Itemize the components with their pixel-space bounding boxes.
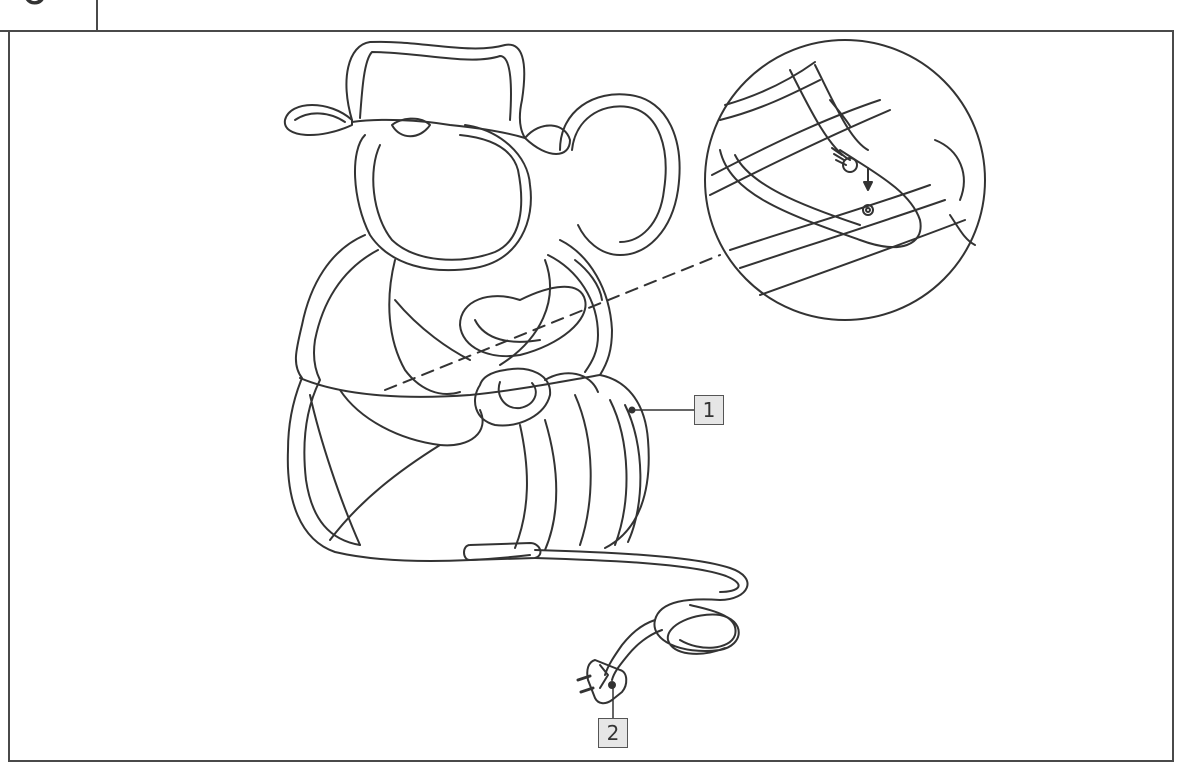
figure-frame (8, 30, 1174, 762)
detail-magnifier-icon (705, 40, 985, 320)
step-number: 6 (20, 0, 48, 12)
callout-1-dot (630, 408, 635, 413)
step-number-box: 6 (0, 0, 98, 32)
callout-label-2: 2 (598, 718, 628, 748)
detail-leader-line (385, 255, 720, 390)
callout-label-1: 1 (694, 395, 724, 425)
snowman-rope-light-icon (285, 42, 680, 561)
power-cord-icon (535, 550, 748, 680)
plug-icon (578, 660, 626, 703)
